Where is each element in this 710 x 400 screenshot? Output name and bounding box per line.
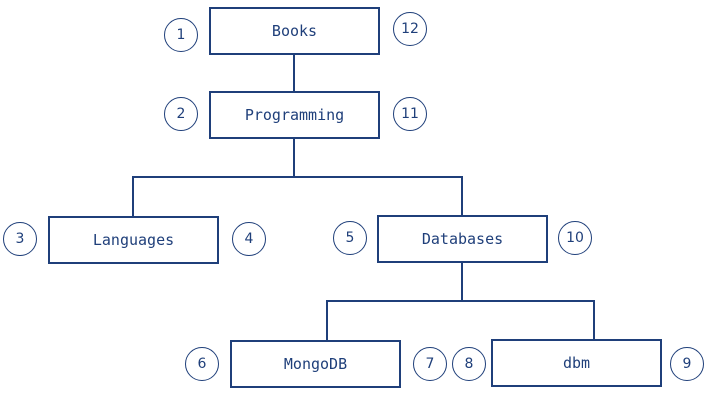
edge-programming-languages: [132, 139, 295, 216]
node-languages-label: Languages: [92, 231, 175, 249]
edge-databases-dbm: [462, 300, 595, 339]
badge-programming-post: 11: [393, 97, 427, 131]
badge-dbm-pre: 8: [452, 347, 486, 381]
badge-dbm-post: 9: [670, 347, 704, 381]
node-programming: Programming: [209, 91, 380, 139]
edge-databases-mongodb: [326, 263, 463, 340]
badge-books-pre: 1: [164, 18, 198, 52]
badge-programming-pre: 2: [164, 97, 198, 131]
badge-databases-post: 10: [558, 221, 592, 255]
badge-languages-pre: 3: [3, 222, 37, 256]
node-books-label: Books: [271, 22, 318, 40]
node-databases-label: Databases: [421, 230, 504, 248]
node-books: Books: [209, 7, 380, 55]
badge-mongodb-post: 7: [413, 347, 447, 381]
badge-mongodb-pre: 6: [185, 347, 219, 381]
node-languages: Languages: [48, 216, 219, 264]
node-dbm-label: dbm: [562, 354, 591, 372]
node-programming-label: Programming: [244, 106, 345, 124]
badge-books-post: 12: [393, 12, 427, 46]
node-mongodb: MongoDB: [230, 340, 401, 388]
badge-databases-pre: 5: [333, 221, 367, 255]
edge-programming-databases: [294, 176, 463, 215]
node-dbm: dbm: [491, 339, 662, 387]
node-databases: Databases: [377, 215, 548, 263]
badge-languages-post: 4: [232, 222, 266, 256]
node-mongodb-label: MongoDB: [283, 355, 348, 373]
